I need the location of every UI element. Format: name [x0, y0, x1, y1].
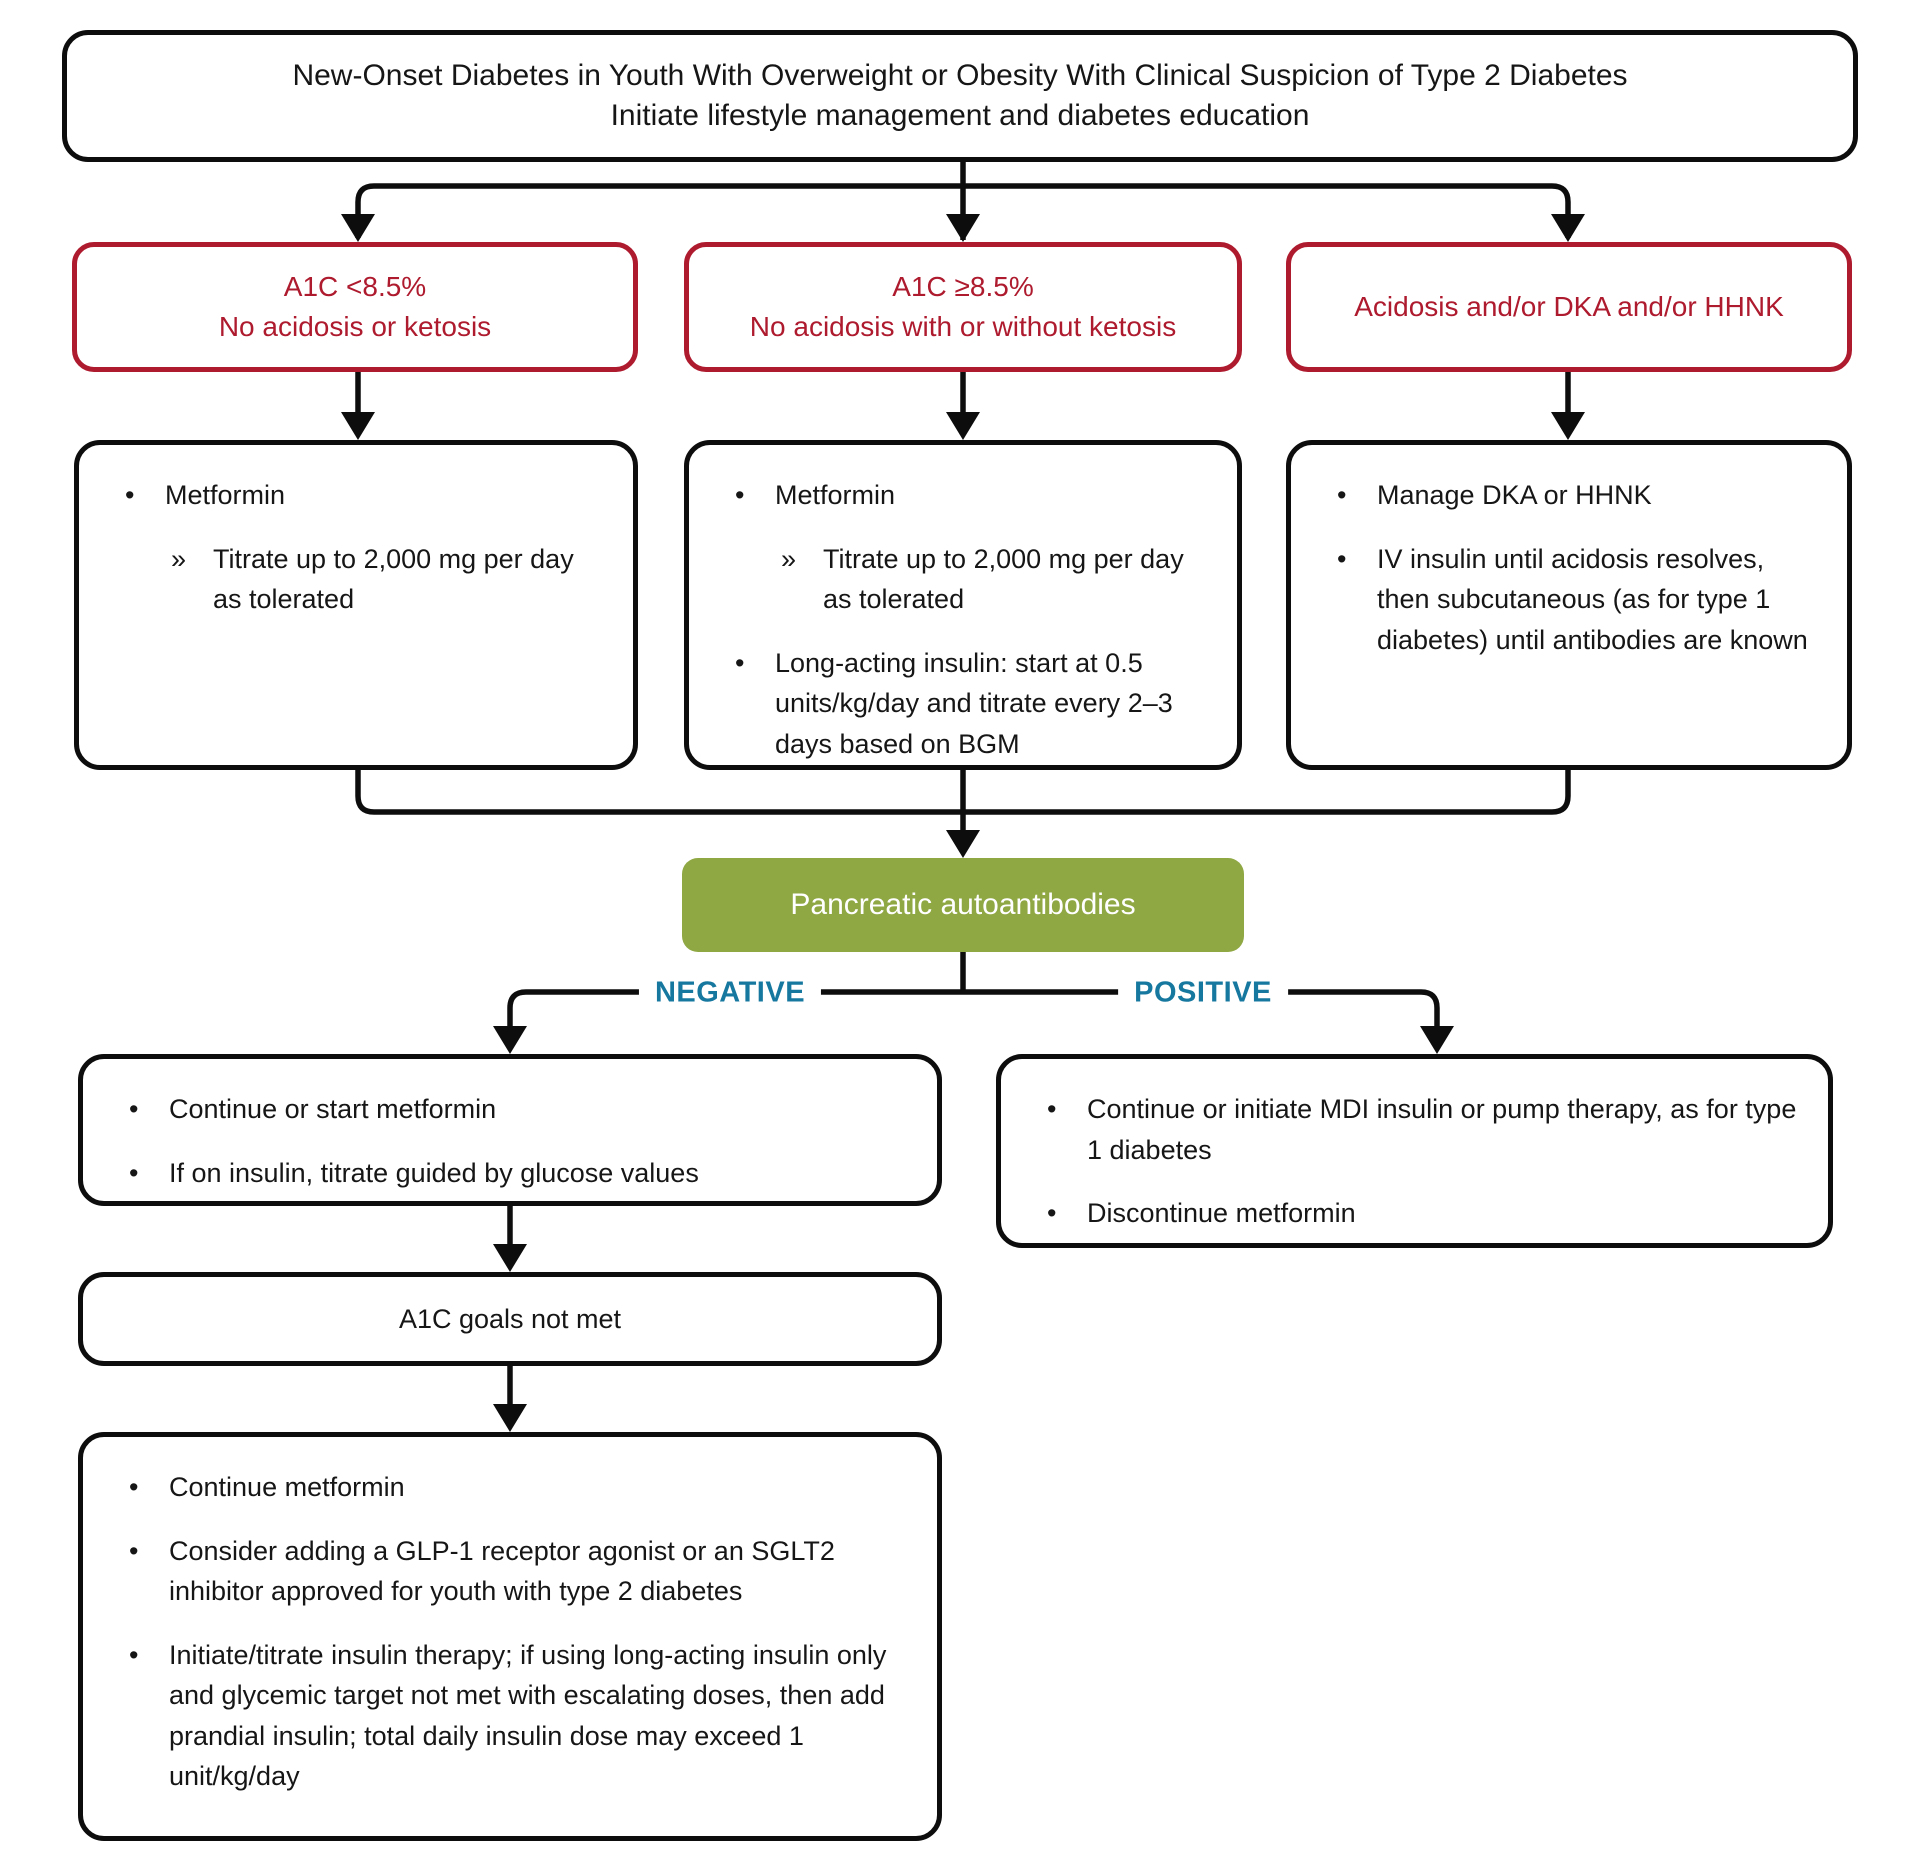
list-subitem: » Titrate up to 2,000 mg per day as tole… — [777, 539, 1211, 620]
list-subitem: » Titrate up to 2,000 mg per day as tole… — [167, 539, 607, 620]
criteria-to-treatment-arrows — [341, 368, 1585, 440]
a1c-goals-label: A1C goals not met — [398, 1303, 622, 1334]
criteria-line: Acidosis and/or DKA and/or HHNK — [1354, 291, 1784, 323]
a1c-goals-not-met-box: A1C goals not met — [78, 1272, 942, 1366]
list-item-text: Metformin — [775, 480, 896, 510]
bullet-marker: • — [735, 647, 745, 678]
top-split-connector — [341, 156, 1585, 242]
list-item-text: IV insulin until acidosis resolves, then… — [1377, 543, 1808, 655]
list-item-text: Titrate up to 2,000 mg per day as tolera… — [213, 543, 574, 615]
list-item-text: Initiate/titrate insulin therapy; if usi… — [169, 1639, 887, 1792]
positive-branch-label: POSITIVE — [1118, 976, 1288, 1010]
sub-bullet-marker: » — [171, 543, 187, 574]
bullet-marker: • — [129, 1094, 139, 1124]
list-item: • If on insulin, titrate guided by gluco… — [123, 1153, 911, 1194]
list-item: • Discontinue metformin — [1041, 1193, 1802, 1234]
list-item: • Continue or start metformin — [123, 1089, 911, 1130]
bullet-marker: • — [129, 1639, 139, 1670]
treatment-box-metformin-insulin: • Metformin » Titrate up to 2,000 mg per… — [684, 440, 1242, 770]
pancreatic-autoantibodies-label: Pancreatic autoantibodies — [790, 888, 1136, 921]
bullet-marker: • — [129, 1157, 139, 1188]
list-item-text: Consider adding a GLP-1 receptor agonist… — [169, 1535, 835, 1607]
escalation-box: • Continue metformin • Consider adding a… — [78, 1432, 942, 1841]
bullet-marker: • — [1047, 1094, 1057, 1124]
criteria-line: A1C ≥8.5% — [892, 271, 1034, 303]
list-item-text: Continue or initiate MDI insulin or pump… — [1087, 1094, 1797, 1165]
bullet-marker: • — [735, 480, 745, 510]
list-item-text: Continue or start metformin — [169, 1094, 497, 1124]
list-item: • IV insulin until acidosis resolves, th… — [1331, 539, 1821, 661]
list-item: • Metformin — [729, 475, 1211, 516]
treatment-box-metformin: • Metformin » Titrate up to 2,000 mg per… — [74, 440, 638, 770]
bullet-marker: • — [129, 1535, 139, 1566]
list-item-text: Discontinue metformin — [1087, 1198, 1356, 1228]
negative-result-box: • Continue or start metformin • If on in… — [78, 1054, 942, 1206]
bullet-marker: • — [125, 480, 135, 510]
bullet-marker: • — [1337, 480, 1347, 510]
list-item: • Continue or initiate MDI insulin or pu… — [1041, 1089, 1802, 1170]
list-item: • Consider adding a GLP-1 receptor agoni… — [123, 1531, 911, 1612]
treatment-box-dka: • Manage DKA or HHNK • IV insulin until … — [1286, 440, 1852, 770]
sub-bullet-marker: » — [781, 543, 797, 574]
negative-chain-arrows — [493, 1202, 527, 1432]
criteria-line: No acidosis or ketosis — [218, 311, 492, 342]
list-item-text: Long-acting insulin: start at 0.5 units/… — [775, 647, 1173, 759]
criteria-box-acidosis: Acidosis and/or DKA and/or HHNK — [1286, 242, 1852, 372]
merge-connector — [355, 764, 1571, 858]
list-item: • Metformin — [119, 475, 607, 516]
list-item: • Manage DKA or HHNK — [1331, 475, 1821, 516]
bullet-marker: • — [1337, 543, 1347, 574]
criteria-box-a1c-low: A1C <8.5% No acidosis or ketosis — [72, 242, 638, 372]
header-box: New-Onset Diabetes in Youth With Overwei… — [62, 30, 1858, 162]
list-item-text: If on insulin, titrate guided by glucose… — [169, 1157, 699, 1188]
list-item-text: Continue metformin — [169, 1472, 405, 1502]
bullet-marker: • — [129, 1472, 139, 1502]
list-item: • Initiate/titrate insulin therapy; if u… — [123, 1635, 911, 1797]
criteria-line: No acidosis with or without ketosis — [749, 311, 1177, 342]
list-item: • Continue metformin — [123, 1467, 911, 1508]
header-line2: Initiate lifestyle management and diabet… — [610, 99, 1310, 132]
antibody-split-connector — [493, 948, 1454, 1054]
list-item-text: Titrate up to 2,000 mg per day as tolera… — [823, 543, 1184, 615]
criteria-line: A1C <8.5% — [283, 271, 427, 303]
negative-branch-label: NEGATIVE — [638, 976, 822, 1010]
list-item-text: Metformin — [165, 480, 286, 510]
bullet-marker: • — [1047, 1198, 1057, 1228]
list-item: • Long-acting insulin: start at 0.5 unit… — [729, 643, 1211, 765]
list-item-text: Manage DKA or HHNK — [1377, 480, 1652, 510]
pancreatic-autoantibodies-box: Pancreatic autoantibodies — [682, 858, 1244, 952]
positive-result-box: • Continue or initiate MDI insulin or pu… — [996, 1054, 1833, 1248]
header-line1: New-Onset Diabetes in Youth With Overwei… — [292, 59, 1628, 93]
criteria-box-a1c-high: A1C ≥8.5% No acidosis with or without ke… — [684, 242, 1242, 372]
